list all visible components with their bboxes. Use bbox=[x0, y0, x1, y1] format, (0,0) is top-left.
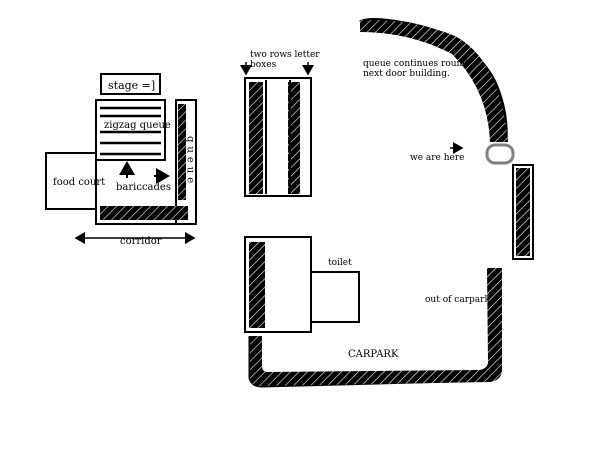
letter-boxes: two rows letter boxes bbox=[240, 50, 320, 197]
stage-label: stage =] bbox=[108, 79, 155, 92]
right-wall bbox=[512, 164, 534, 260]
letter-boxes-label-2: boxes bbox=[250, 60, 277, 70]
queue-continues-label-2: next door building. bbox=[363, 69, 450, 79]
right-wall-hatch bbox=[516, 168, 530, 256]
toilet-box bbox=[310, 271, 360, 323]
carpark-label: CARPARK bbox=[348, 349, 399, 360]
toilet-label: toilet bbox=[328, 258, 352, 268]
carpark-outline bbox=[248, 268, 502, 388]
queue-path-fill bbox=[360, 19, 508, 142]
toilet-building-hatch bbox=[249, 242, 265, 328]
toilet-block: toilet bbox=[244, 236, 360, 333]
we-are-here-label: we are here bbox=[410, 153, 465, 163]
letter-boxes-label-1: two rows letter bbox=[250, 50, 320, 60]
letter-boxes-building bbox=[244, 77, 312, 197]
food-court-label: food court bbox=[53, 177, 105, 188]
zigzag-queue-label: zigzag queue bbox=[104, 120, 171, 131]
carpark: out of carpark CARPARK bbox=[248, 268, 502, 388]
queue-vertical-label: queue bbox=[185, 136, 196, 187]
vertical-queue-hatch bbox=[178, 104, 186, 200]
barricades-label: bariccades bbox=[116, 182, 171, 193]
corridor-label: corridor bbox=[120, 236, 162, 247]
zigzag-queue-box bbox=[95, 99, 166, 161]
stage-area: stage =] zigzag queue queue food court b… bbox=[45, 73, 197, 247]
we-are-here-marker bbox=[485, 143, 515, 165]
bottom-queue-hatch bbox=[100, 206, 188, 220]
food-court-box bbox=[45, 152, 97, 210]
outer-queue: queue continues round next door building… bbox=[359, 17, 534, 260]
carpark-hatch bbox=[250, 268, 502, 387]
out-of-carpark-label: out of carpark bbox=[425, 295, 490, 305]
queue-continues-label-1: queue continues round bbox=[363, 59, 468, 69]
vertical-queue-lane bbox=[175, 99, 197, 225]
queue-path-inner bbox=[361, 28, 496, 143]
letter-box-row-1 bbox=[249, 82, 263, 194]
stage-box bbox=[100, 73, 161, 95]
